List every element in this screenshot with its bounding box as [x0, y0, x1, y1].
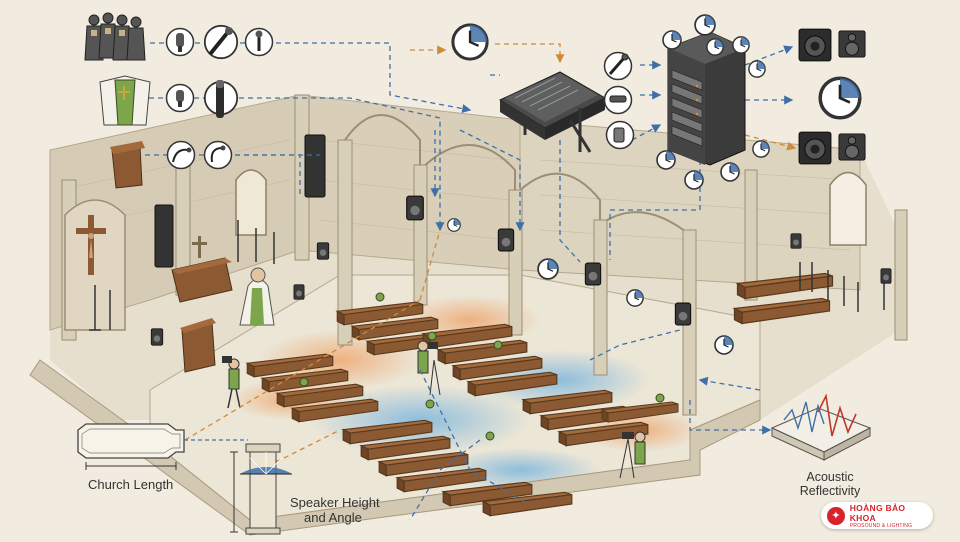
gooseneck-mic-icon	[172, 145, 226, 163]
speaker-height-line1: Speaker Height	[290, 495, 380, 510]
mixing-console-icon	[498, 71, 607, 153]
acoustic-line2: Reflectivity	[799, 484, 861, 499]
clock-icon	[451, 23, 489, 61]
choir-figures-icon	[84, 12, 146, 61]
lavalier-mic-icon	[176, 80, 224, 118]
speaker-height-label: Speaker Height and Angle	[290, 495, 380, 526]
church-length-label: Church Length	[88, 477, 174, 492]
brand-mark-icon: ✦	[827, 506, 845, 525]
brand-tagline: PROSOUND & LIGHTING	[849, 522, 913, 529]
equipment-rack-icon	[667, 31, 746, 166]
handheld-mic-icon	[176, 27, 263, 55]
speaker-height-line2: and Angle	[304, 509, 362, 525]
camera-operator-icon	[222, 340, 646, 479]
pulpit-icon	[110, 141, 145, 189]
acoustic-reflectivity-label: Acoustic Reflectivity	[782, 470, 878, 499]
brand-logo: ✦ HOÀNG BẢO KHOA PROSOUND & LIGHTING	[821, 502, 933, 529]
speaker-angle-gauge-icon	[230, 443, 292, 535]
acoustic-line1: Acoustic	[806, 470, 854, 484]
brand-name: HOÀNG BẢO KHOA	[849, 502, 906, 523]
waveform-icon	[770, 393, 872, 461]
church-floorplan-icon	[77, 423, 185, 470]
vestment-icon	[99, 75, 151, 126]
